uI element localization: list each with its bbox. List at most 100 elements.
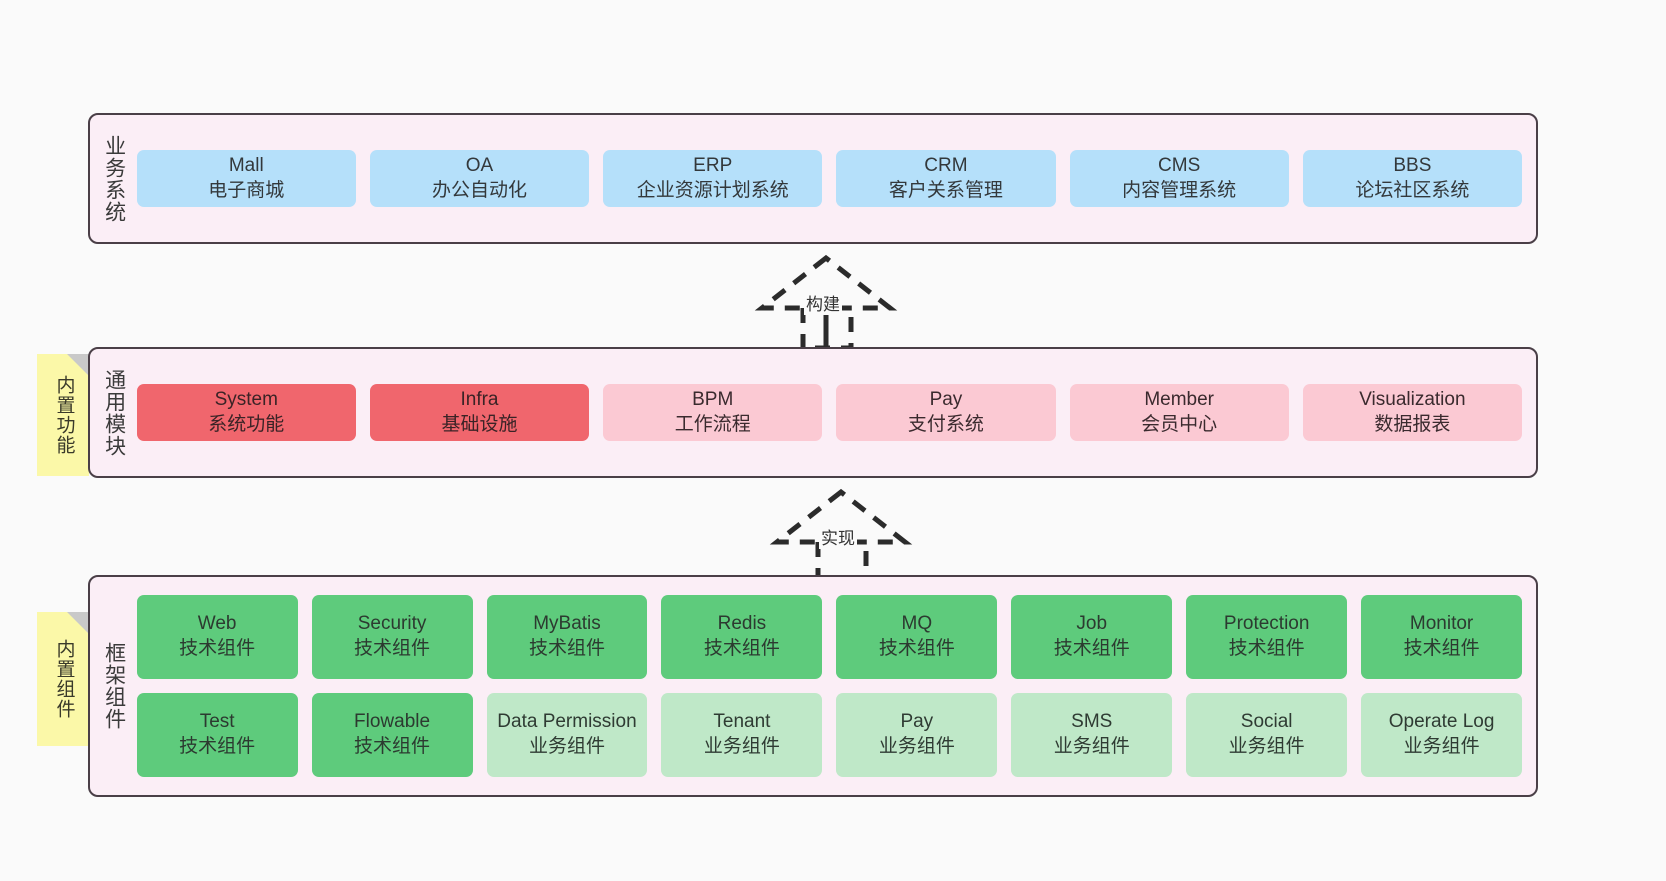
layer-body-business-systems: Mall 电子商城 OA 办公自动化 ERP 企业资源计划系统 CRM 客户关系… — [133, 149, 1536, 208]
node-bpm[interactable]: BPM 工作流程 — [603, 383, 823, 442]
node-title: Visualization — [1359, 388, 1466, 410]
node-title: Data Permission — [497, 711, 637, 733]
node-infra[interactable]: Infra 基础设施 — [369, 383, 590, 442]
sticky-fold-icon — [67, 354, 89, 376]
node-subtitle: 业务组件 — [878, 736, 955, 757]
node-subtitle: 内容管理系统 — [1122, 179, 1237, 201]
node-job[interactable]: Job 技术组件 — [1011, 595, 1173, 679]
node-row-technical: Web 技术组件 Security 技术组件 MyBatis 技术组件 Redi… — [136, 595, 1523, 679]
node-operate-log[interactable]: Operate Log 业务组件 — [1361, 693, 1523, 777]
node-subtitle: 技术组件 — [179, 638, 256, 659]
node-subtitle: 支付系统 — [907, 413, 984, 435]
node-title: BPM — [692, 388, 734, 410]
node-sms[interactable]: SMS 业务组件 — [1011, 693, 1173, 777]
node-subtitle: 系统功能 — [208, 413, 285, 435]
node-title: Job — [1076, 613, 1108, 635]
layer-label-framework-components: 框架组件 — [102, 642, 126, 730]
node-mybatis[interactable]: MyBatis 技术组件 — [486, 595, 648, 679]
node-security[interactable]: Security 技术组件 — [311, 595, 473, 679]
sticky-note-label: 内置组件 — [53, 639, 75, 719]
node-oa[interactable]: OA 办公自动化 — [369, 149, 590, 208]
node-subtitle: 技术组件 — [1403, 638, 1480, 659]
node-bbs[interactable]: BBS 论坛社区系统 — [1302, 149, 1522, 208]
node-subtitle: 工作流程 — [674, 413, 751, 435]
node-subtitle: 业务组件 — [703, 736, 780, 757]
node-test[interactable]: Test 技术组件 — [136, 693, 298, 777]
node-title: Monitor — [1409, 613, 1474, 635]
node-title: Infra — [460, 388, 499, 410]
node-title: BBS — [1393, 154, 1432, 176]
node-title: Operate Log — [1388, 711, 1495, 733]
node-pay-component[interactable]: Pay 业务组件 — [836, 693, 998, 777]
node-member[interactable]: Member 会员中心 — [1069, 383, 1289, 442]
node-title: Redis — [717, 613, 767, 635]
node-title: CMS — [1158, 154, 1201, 176]
node-subtitle: 会员中心 — [1141, 413, 1218, 435]
node-redis[interactable]: Redis 技术组件 — [661, 595, 823, 679]
sticky-note-label: 内置功能 — [53, 375, 75, 455]
node-row: Mall 电子商城 OA 办公自动化 ERP 企业资源计划系统 CRM 客户关系… — [136, 149, 1522, 208]
node-web[interactable]: Web 技术组件 — [136, 595, 298, 679]
connector-build-label: 构建 — [804, 290, 842, 315]
node-pay-module[interactable]: Pay 支付系统 — [836, 383, 1056, 442]
connector-implement-label: 实现 — [819, 524, 857, 549]
layer-label-common-modules: 通用模块 — [102, 368, 126, 457]
node-social[interactable]: Social 业务组件 — [1186, 693, 1348, 777]
node-title: OA — [465, 154, 494, 176]
layer-framework-components: 框架组件 Web 技术组件 Security 技术组件 MyBatis 技术组件… — [88, 575, 1538, 797]
node-title: Pay — [929, 388, 963, 410]
layer-common-modules: 通用模块 System 系统功能 Infra 基础设施 BPM 工作流程 Pay… — [88, 347, 1538, 478]
node-subtitle: 客户关系管理 — [888, 179, 1003, 201]
node-title: Pay — [900, 711, 934, 733]
node-title: System — [214, 388, 278, 410]
sticky-fold-icon — [67, 612, 89, 634]
node-title: MyBatis — [533, 613, 601, 635]
node-title: Protection — [1223, 613, 1310, 635]
node-crm[interactable]: CRM 客户关系管理 — [836, 149, 1056, 208]
node-subtitle: 业务组件 — [1228, 736, 1305, 757]
layer-label-business-systems: 业务系统 — [102, 134, 126, 223]
layer-body-framework-components: Web 技术组件 Security 技术组件 MyBatis 技术组件 Redi… — [133, 595, 1536, 777]
node-subtitle: 技术组件 — [878, 638, 955, 659]
node-monitor[interactable]: Monitor 技术组件 — [1361, 595, 1523, 679]
layer-business-systems: 业务系统 Mall 电子商城 OA 办公自动化 ERP 企业资源计划系统 CRM… — [88, 113, 1538, 244]
node-visualization[interactable]: Visualization 数据报表 — [1302, 383, 1522, 442]
node-data-permission[interactable]: Data Permission 业务组件 — [486, 693, 648, 777]
node-cms[interactable]: CMS 内容管理系统 — [1069, 149, 1289, 208]
node-subtitle: 技术组件 — [179, 736, 256, 757]
sticky-note-builtin-components: 内置组件 — [37, 612, 89, 746]
node-subtitle: 业务组件 — [1403, 736, 1480, 757]
node-subtitle: 技术组件 — [528, 638, 605, 659]
node-tenant[interactable]: Tenant 业务组件 — [661, 693, 823, 777]
node-subtitle: 数据报表 — [1374, 413, 1451, 435]
node-title: ERP — [693, 154, 733, 176]
node-subtitle: 技术组件 — [354, 736, 431, 757]
sticky-note-builtin-features: 内置功能 — [37, 354, 89, 476]
node-subtitle: 论坛社区系统 — [1355, 179, 1470, 201]
node-subtitle: 基础设施 — [441, 413, 518, 435]
node-title: Member — [1144, 388, 1214, 410]
node-title: MQ — [901, 613, 933, 635]
layer-body-common-modules: System 系统功能 Infra 基础设施 BPM 工作流程 Pay 支付系统… — [133, 383, 1536, 442]
node-title: Test — [199, 711, 235, 733]
node-title: Web — [197, 613, 237, 635]
node-title: Flowable — [354, 711, 431, 733]
node-subtitle: 技术组件 — [354, 638, 431, 659]
node-subtitle: 技术组件 — [1228, 638, 1305, 659]
node-mq[interactable]: MQ 技术组件 — [836, 595, 998, 679]
node-protection[interactable]: Protection 技术组件 — [1186, 595, 1348, 679]
node-subtitle: 业务组件 — [1053, 736, 1130, 757]
node-row: System 系统功能 Infra 基础设施 BPM 工作流程 Pay 支付系统… — [136, 383, 1522, 442]
node-subtitle: 办公自动化 — [431, 179, 527, 201]
node-title: Security — [357, 613, 427, 635]
node-subtitle: 技术组件 — [703, 638, 780, 659]
connector-build: 构建 — [748, 252, 908, 351]
node-mall[interactable]: Mall 电子商城 — [136, 149, 356, 208]
node-erp[interactable]: ERP 企业资源计划系统 — [603, 149, 823, 208]
node-system[interactable]: System 系统功能 — [136, 383, 356, 442]
node-row-business: Test 技术组件 Flowable 技术组件 Data Permission … — [136, 693, 1523, 777]
node-subtitle: 技术组件 — [1053, 638, 1130, 659]
node-title: Tenant — [713, 711, 771, 733]
node-flowable[interactable]: Flowable 技术组件 — [311, 693, 473, 777]
